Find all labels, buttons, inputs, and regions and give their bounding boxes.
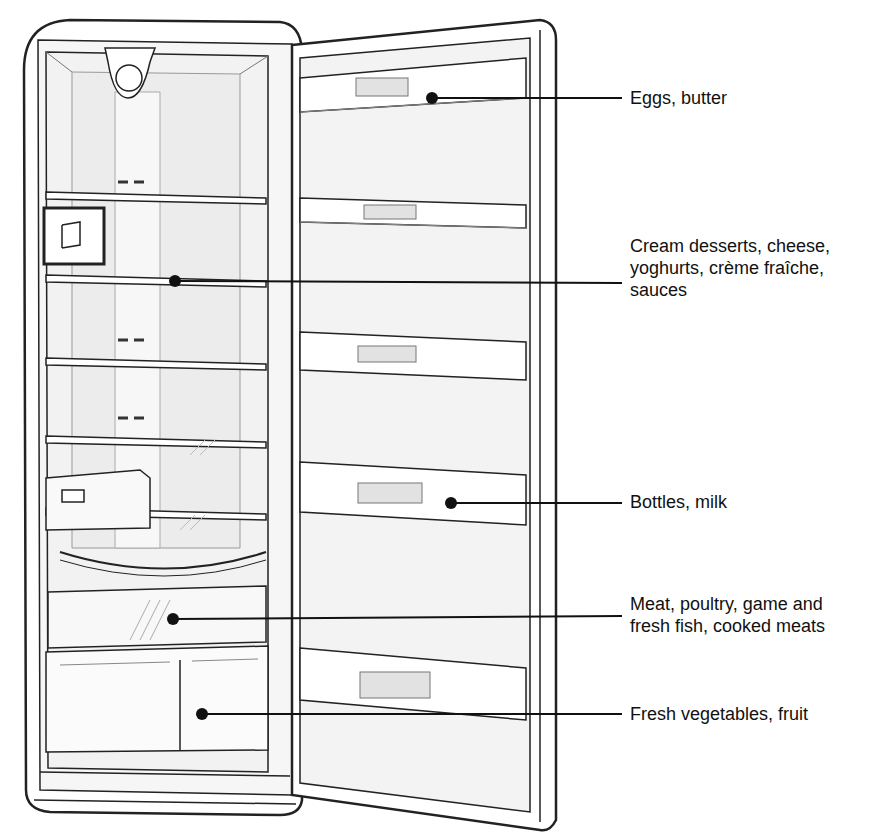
crisper-drawer [46, 646, 268, 752]
compartment-lid [62, 222, 80, 248]
callout-label: Cream desserts, cheese, yoghurts, crème … [630, 235, 862, 301]
leader-lines [173, 98, 622, 714]
fridge-door [292, 20, 556, 830]
glass-reflection [130, 600, 170, 640]
leader-dot [167, 613, 179, 625]
callout-label: Meat, poultry, game and fresh fish, cook… [630, 593, 862, 637]
butter-compartment [44, 208, 104, 264]
leader-line [432, 97, 622, 99]
leader-dot [196, 708, 208, 720]
fridge-cabinet [24, 20, 302, 815]
container-latch [62, 490, 84, 502]
callout-label: Eggs, butter [630, 87, 862, 109]
drawer-divider [179, 660, 181, 750]
cabinet-outline [24, 20, 302, 815]
door-inner-panel [300, 38, 530, 812]
shelf-rim [300, 98, 526, 228]
cabinet-frame [38, 40, 292, 795]
callout-label: Fresh vegetables, fruit [630, 703, 862, 725]
leader-dot [445, 497, 457, 509]
callout-label: Bottles, milk [630, 491, 862, 513]
light-housing [105, 48, 155, 98]
leader-line [175, 281, 622, 283]
leader-line [451, 502, 622, 504]
drawer-rim [60, 659, 258, 665]
door-edge [539, 30, 541, 822]
door-shelves [300, 58, 526, 720]
leader-dots [167, 92, 457, 720]
container-box [46, 470, 150, 530]
cabinet-base [34, 772, 296, 804]
shelf-plates [356, 78, 430, 698]
door-outline [292, 20, 556, 830]
cabinet-cavity [46, 52, 268, 772]
divider-curve [60, 552, 266, 569]
perspective-line [46, 52, 268, 74]
leader-line [202, 713, 622, 715]
leader-line [173, 616, 622, 619]
light-bulb [116, 65, 142, 91]
leader-dot [169, 275, 181, 287]
divider-curve [60, 560, 266, 576]
leader-dot [426, 92, 438, 104]
glass-reflection [180, 440, 215, 530]
crisper-glass-lid [48, 586, 266, 648]
